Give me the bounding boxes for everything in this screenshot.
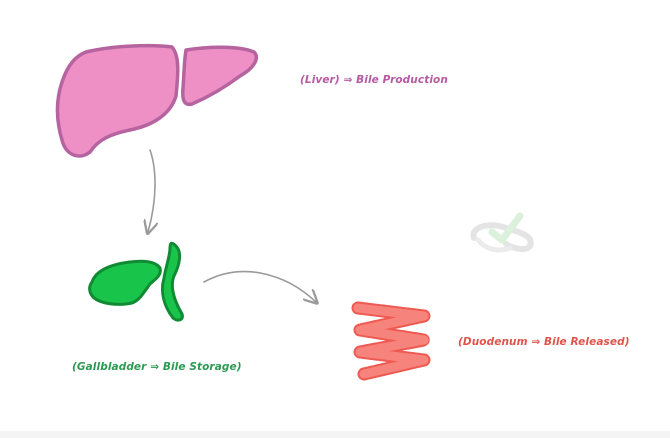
gallbladder-icon [88, 241, 184, 322]
arrow-liver-to-gallbladder [148, 149, 155, 232]
duodenum-coil-fill [353, 303, 429, 379]
gallbladder-duct [160, 241, 184, 322]
gallbladder-label: (Gallbladder ⇒ Bile Storage) [72, 361, 242, 373]
gallbladder-sac [88, 259, 162, 306]
duodenum-label: (Duodenum ⇒ Bile Released) [458, 336, 630, 348]
check-on-loop-icon [470, 212, 534, 253]
liver-left-lobe [55, 43, 180, 158]
duodenum-icon [351, 301, 431, 381]
arrow-gallbladder-to-duodenum [203, 270, 316, 302]
liver-label: (Liver) ⇒ Bile Production [300, 74, 448, 86]
liver-right-lobe [181, 45, 259, 107]
bottom-strip [0, 431, 670, 438]
liver-icon [55, 43, 259, 158]
